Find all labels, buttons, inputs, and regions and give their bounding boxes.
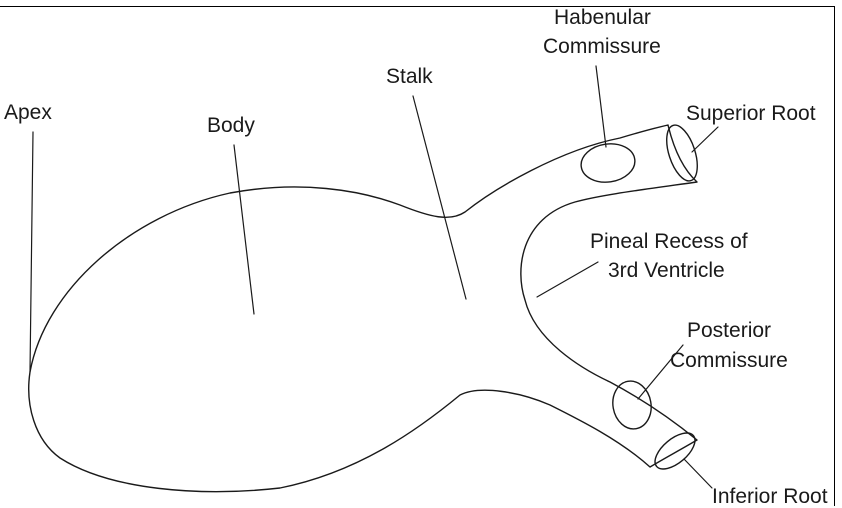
superior-root-label: Superior Root <box>686 102 816 125</box>
stalk-leader-line <box>413 96 466 299</box>
inferior-root-label: Inferior Root <box>712 485 828 508</box>
body-label: Body <box>207 114 255 137</box>
pineal-recess-label-line2: 3rd Ventricle <box>608 259 725 282</box>
superior-root-opening <box>661 121 704 184</box>
habenular-label-line1: Habenular <box>554 6 651 29</box>
posterior-label-line1: Posterior <box>687 319 771 342</box>
inferior-root-leader-line <box>684 459 712 488</box>
gland-outline <box>29 125 697 492</box>
pineal-recess-leader-line <box>537 262 598 297</box>
habenular-leader-line <box>596 66 606 147</box>
posterior-label-line2: Commissure <box>670 349 788 372</box>
body-leader-line <box>234 145 254 314</box>
apex-label: Apex <box>4 101 52 124</box>
superior-root-leader-line <box>692 127 718 152</box>
stalk-label: Stalk <box>386 65 433 88</box>
apex-leader-line <box>30 132 33 372</box>
habenular-label-line2: Commissure <box>543 35 661 58</box>
pineal-recess-label-line1: Pineal Recess of <box>590 230 748 253</box>
